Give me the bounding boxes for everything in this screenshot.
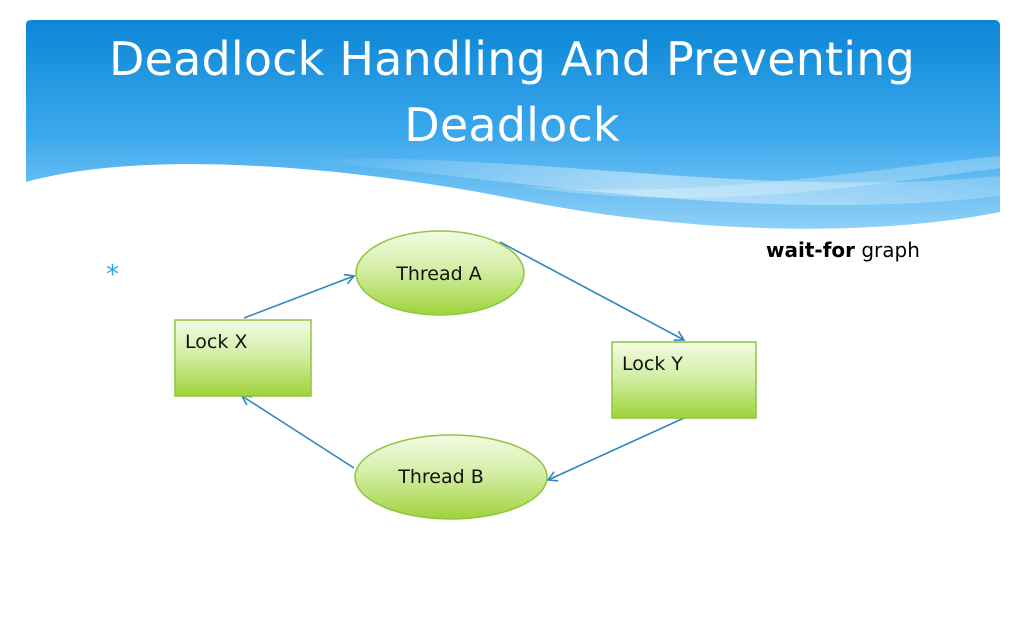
banner-background [26,20,1000,229]
node-lock-x-label: Lock X [185,331,247,353]
node-lock-y-label: Lock Y [622,353,683,375]
edge-lock-x-to-thread-a [243,273,356,319]
edge-thread-a-to-lock-y [499,241,686,341]
header-banner [26,20,1000,229]
bullet-icon: * [106,260,119,290]
slide-title-line-1: Deadlock Handling And Preventing [108,32,916,86]
banner-wave-1 [300,158,1000,206]
edge-thread-b-to-lock-x [240,395,355,469]
banner-wave-2 [520,156,1000,198]
graph-caption: wait-for graph [766,238,920,262]
node-thread-b-label: Thread B [397,466,484,488]
node-lock-y: Lock Y [611,341,757,419]
node-thread-a: Thread A [355,230,525,316]
node-thread-b: Thread B [354,434,548,520]
edge-lock-y-to-thread-b [546,417,685,482]
node-thread-a-label: Thread A [395,263,481,285]
caption-bold-text: wait-for [766,238,855,262]
caption-text: graph [861,238,920,262]
node-lock-x: Lock X [174,319,312,397]
slide-title: Deadlock Handling And Preventing Deadloc… [60,26,964,158]
slide-title-line-2: Deadlock [404,98,620,152]
